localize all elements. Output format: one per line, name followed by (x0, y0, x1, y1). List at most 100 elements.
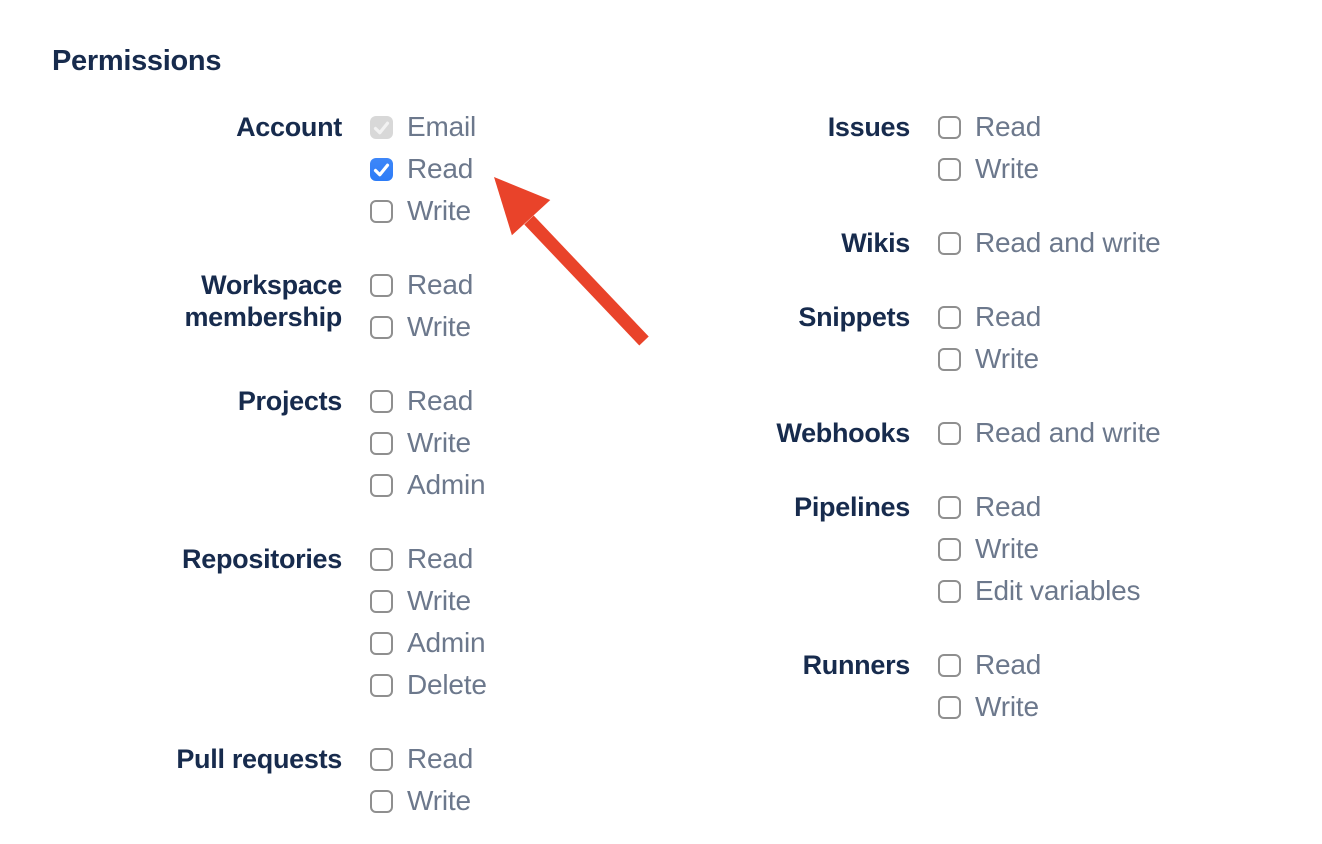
permission-option-label-pipelines-write: Write (975, 533, 1039, 564)
pipelines-read-checkbox[interactable] (938, 495, 961, 519)
pull-requests-read-checkbox[interactable] (370, 747, 393, 771)
permission-group-label-snippets: Snippets (798, 302, 910, 332)
permission-option-pipelines-read[interactable]: Read (938, 486, 1140, 528)
pull-requests-write-checkbox[interactable] (370, 789, 393, 813)
wikis-read-and-write-checkbox[interactable] (938, 231, 961, 255)
issues-read-checkbox[interactable] (938, 115, 961, 139)
permission-option-projects-read[interactable]: Read (370, 380, 485, 422)
permission-option-pull-requests-write[interactable]: Write (370, 780, 473, 822)
permission-option-label-repositories-admin: Admin (407, 627, 486, 658)
permission-option-workspace-membership-write[interactable]: Write (370, 306, 473, 348)
snippets-write-checkbox[interactable] (938, 347, 961, 371)
permission-group-label-projects: Projects (237, 386, 342, 416)
pipelines-edit-variables-checkbox[interactable] (938, 579, 961, 603)
permission-option-pull-requests-read[interactable]: Read (370, 738, 473, 780)
permission-group-label-webhooks: Webhooks (776, 418, 910, 448)
permission-option-label-pipelines-read: Read (975, 491, 1042, 522)
permission-group-label-runners: Runners (802, 650, 911, 680)
permission-option-snippets-write[interactable]: Write (938, 338, 1041, 380)
permission-option-label-account-write: Write (407, 195, 471, 226)
permission-option-runners-write[interactable]: Write (938, 686, 1041, 728)
permission-option-pipelines-write[interactable]: Write (938, 528, 1140, 570)
permission-group-label-repositories: Repositories (182, 544, 342, 574)
permission-option-label-projects-admin: Admin (407, 469, 486, 500)
projects-write-checkbox[interactable] (370, 431, 393, 455)
permission-option-projects-admin[interactable]: Admin (370, 464, 486, 506)
permission-option-snippets-read[interactable]: Read (938, 296, 1041, 338)
workspace-membership-write-checkbox[interactable] (370, 315, 393, 339)
projects-admin-checkbox[interactable] (370, 473, 393, 497)
account-read-checkbox[interactable] (370, 157, 393, 181)
permission-option-label-account-email: Email (407, 111, 477, 142)
permission-option-repositories-read[interactable]: Read (370, 538, 487, 580)
repositories-write-checkbox[interactable] (370, 589, 393, 613)
permission-option-wikis-read-and-write[interactable]: Read and write (938, 222, 1161, 264)
permission-option-label-webhooks-read-and-write: Read and write (975, 417, 1161, 448)
permission-option-pipelines-edit-variables[interactable]: Edit variables (938, 570, 1140, 612)
permission-option-label-snippets-write: Write (975, 343, 1039, 374)
permission-option-label-repositories-delete: Delete (407, 669, 487, 700)
runners-write-checkbox[interactable] (938, 695, 961, 719)
permission-option-workspace-membership-read[interactable]: Read (370, 264, 473, 306)
repositories-admin-checkbox[interactable] (370, 631, 393, 655)
permission-option-label-pipelines-edit-variables: Edit variables (975, 575, 1141, 606)
permission-option-issues-read[interactable]: Read (938, 106, 1041, 148)
workspace-membership-read-checkbox[interactable] (370, 273, 393, 297)
permission-option-repositories-admin[interactable]: Admin (370, 622, 487, 664)
permission-option-projects-write[interactable]: Write (370, 422, 485, 464)
permission-option-repositories-delete[interactable]: Delete (370, 664, 487, 706)
permission-option-label-runners-read: Read (975, 649, 1042, 680)
permission-option-label-workspace-membership-read: Read (407, 269, 474, 300)
account-email-checkbox (370, 115, 393, 139)
permission-group-label-pull-requests: Pull requests (176, 744, 342, 774)
permission-option-runners-read[interactable]: Read (938, 644, 1041, 686)
snippets-read-checkbox[interactable] (938, 305, 961, 329)
permission-group-label-pipelines: Pipelines (794, 492, 910, 522)
permission-option-webhooks-read-and-write[interactable]: Read and write (938, 412, 1161, 454)
permission-group-label-workspace-membership: Workspace membership (184, 270, 342, 332)
permission-option-label-workspace-membership-write: Write (407, 311, 471, 342)
runners-read-checkbox[interactable] (938, 653, 961, 677)
permission-option-account-read[interactable]: Read (370, 148, 476, 190)
permission-option-label-wikis-read-and-write: Read and write (975, 227, 1161, 258)
account-write-checkbox[interactable] (370, 199, 393, 223)
webhooks-read-and-write-checkbox[interactable] (938, 421, 961, 445)
permission-option-label-repositories-read: Read (407, 543, 474, 574)
permission-option-repositories-write[interactable]: Write (370, 580, 487, 622)
projects-read-checkbox[interactable] (370, 389, 393, 413)
pipelines-write-checkbox[interactable] (938, 537, 961, 561)
permission-option-label-runners-write: Write (975, 691, 1039, 722)
permission-option-issues-write[interactable]: Write (938, 148, 1041, 190)
issues-write-checkbox[interactable] (938, 157, 961, 181)
page-title: Permissions (52, 45, 222, 77)
repositories-read-checkbox[interactable] (370, 547, 393, 571)
repositories-delete-checkbox[interactable] (370, 673, 393, 697)
permission-option-account-write[interactable]: Write (370, 190, 476, 232)
permission-option-label-repositories-write: Write (407, 585, 471, 616)
permission-option-account-email: Email (370, 106, 476, 148)
permission-option-label-issues-read: Read (975, 111, 1042, 142)
permission-option-label-snippets-read: Read (975, 301, 1042, 332)
permission-group-webhooks: Webhooks Read and write (720, 412, 1161, 454)
permission-option-label-pull-requests-write: Write (407, 785, 471, 816)
